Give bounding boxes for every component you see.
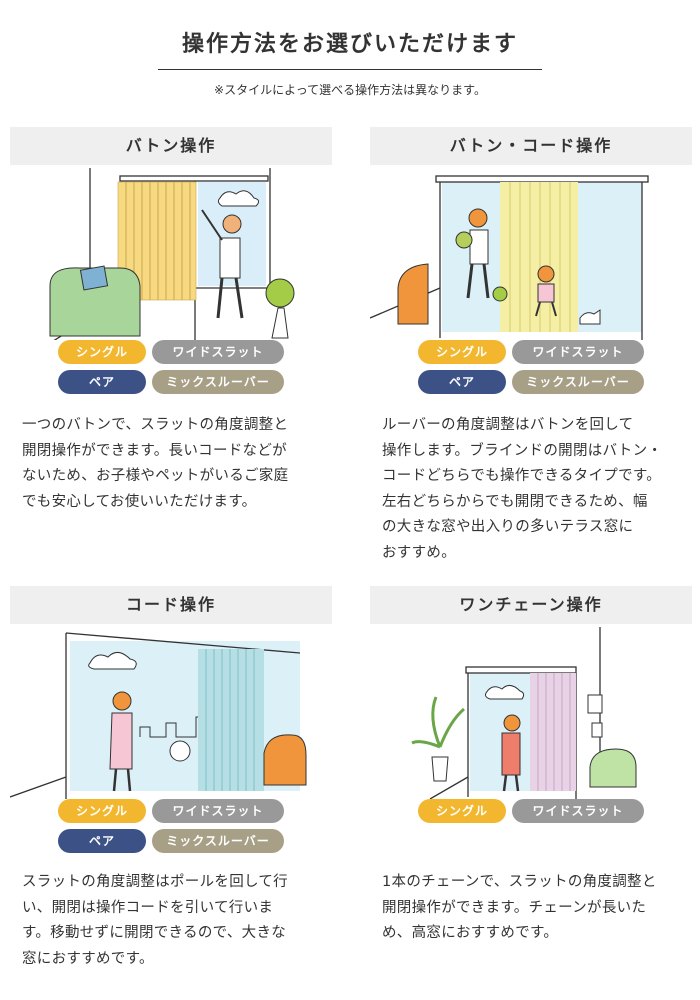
tag-mix-louver: ミックスルーバー: [152, 370, 284, 394]
tag-pair: ペア: [418, 370, 506, 394]
card-description: スラットの角度調整はポールを回して行 い、開閉は操作コードを引いて行いま す。移…: [22, 874, 288, 967]
tag-mix-louver: ミックスルーバー: [512, 370, 644, 394]
card-description: 1本のチェーンで、スラットの角度調整と 開閉操作ができます。チェーンが長いた め…: [382, 874, 657, 941]
tag-pair: ペア: [58, 829, 146, 853]
tag-wide-slat: ワイドスラット: [152, 340, 284, 364]
tag-mix-louver: ミックスルーバー: [152, 829, 284, 853]
title-divider: [158, 69, 542, 70]
baton-illustration: [10, 168, 332, 340]
card-title: バトン・コード操作: [370, 127, 692, 165]
tag-wide-slat: ワイドスラット: [512, 340, 644, 364]
card-title: バトン操作: [10, 127, 332, 165]
tag-single: シングル: [418, 340, 506, 364]
card-title: コード操作: [10, 586, 332, 624]
tag-pair: ペア: [58, 370, 146, 394]
page-note: ※スタイルによって選べる操作方法は異なります。: [214, 83, 486, 97]
page-title: 操作方法をお選びいただけます: [181, 32, 518, 57]
tag-single: シングル: [58, 340, 146, 364]
card-baton-cord: バトン・コード操作: [370, 127, 692, 561]
card-baton: バトン操作: [10, 127, 332, 510]
card-one-chain: ワンチェーン操作 シン: [370, 586, 692, 941]
tag-wide-slat: ワイドスラット: [152, 799, 284, 823]
cord-illustration: [10, 627, 332, 799]
tag-single: シングル: [58, 799, 146, 823]
card-description: ルーバーの角度調整はバトンを回して 操作します。ブラインドの開閉はバトン・ コー…: [382, 417, 663, 561]
tag-wide-slat: ワイドスラット: [512, 799, 644, 823]
card-cord: コード操作 シングル ワイドスラット: [10, 586, 332, 967]
tag-single: シングル: [418, 799, 506, 823]
one-chain-illustration: [370, 627, 692, 799]
card-description: 一つのバトンで、スラットの角度調整と 開閉操作ができます。長いコードなどが ない…: [22, 417, 289, 510]
baton-cord-illustration: [370, 168, 692, 340]
card-title: ワンチェーン操作: [370, 586, 692, 624]
